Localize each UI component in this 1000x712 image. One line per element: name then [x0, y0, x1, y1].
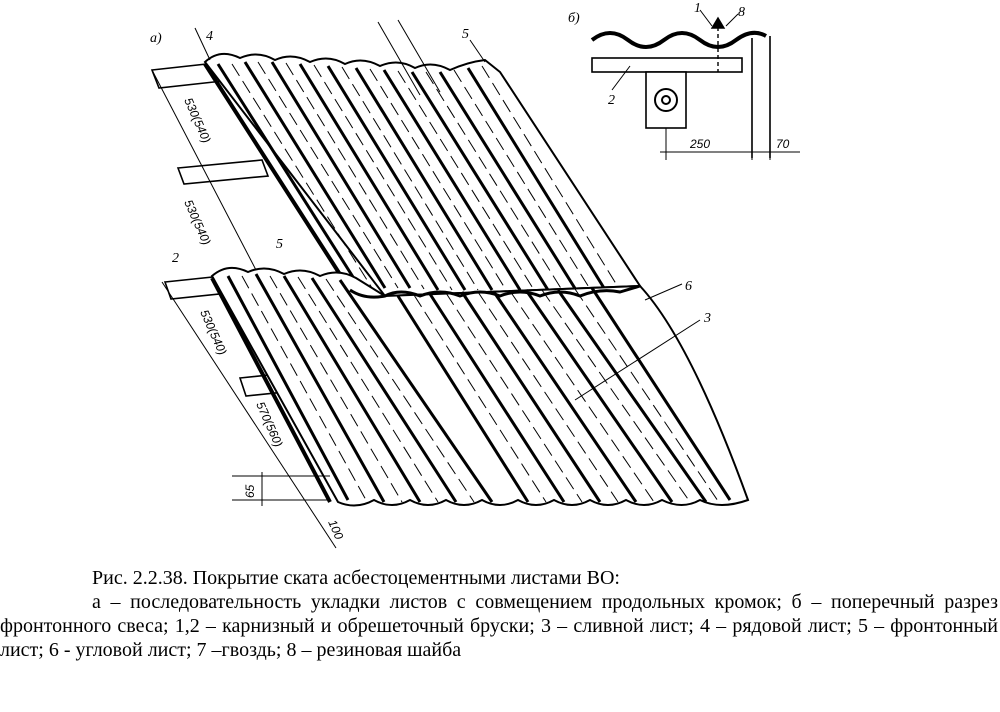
roof-diagram: а) б) 4 5 2 5 6 3 1 8 2 530(540) 530(540…	[150, 1, 800, 549]
part-label-1: 1	[694, 1, 701, 16]
caption-body: а – последовательность укладки листов с …	[0, 591, 998, 661]
gable-overhang-section	[590, 9, 800, 160]
dimension-100: 100	[325, 518, 346, 542]
figure-caption: Рис. 2.2.38. Покрытие ската асбестоцемен…	[0, 566, 1000, 712]
batten-middle	[176, 159, 270, 185]
part-label-5-top: 5	[462, 27, 469, 42]
part-label-6: 6	[685, 279, 692, 294]
dimension-65: 65	[243, 484, 257, 498]
part-label-3: 3	[703, 311, 711, 326]
panel-label-a: а)	[150, 31, 162, 46]
caption-title: Рис. 2.2.38. Покрытие ската асбестоцемен…	[92, 567, 620, 589]
dimension-lines	[151, 69, 337, 549]
part-label-2-a: 2	[172, 251, 179, 266]
dimension-530-top: 530(540)	[181, 96, 213, 146]
panel-label-b: б)	[568, 11, 580, 26]
part-label-4: 4	[206, 29, 213, 44]
dimension-530-middle: 530(540)	[181, 198, 213, 248]
part-label-2-b: 2	[608, 93, 615, 108]
dimension-250: 250	[689, 137, 710, 151]
part-label-8: 8	[738, 5, 745, 20]
dimension-530-lower: 530(540)	[197, 308, 229, 358]
part-label-5-mid: 5	[276, 237, 283, 252]
dimension-70: 70	[776, 137, 790, 151]
lower-sheet-row	[210, 266, 750, 507]
upper-sheet-row	[194, 19, 642, 298]
